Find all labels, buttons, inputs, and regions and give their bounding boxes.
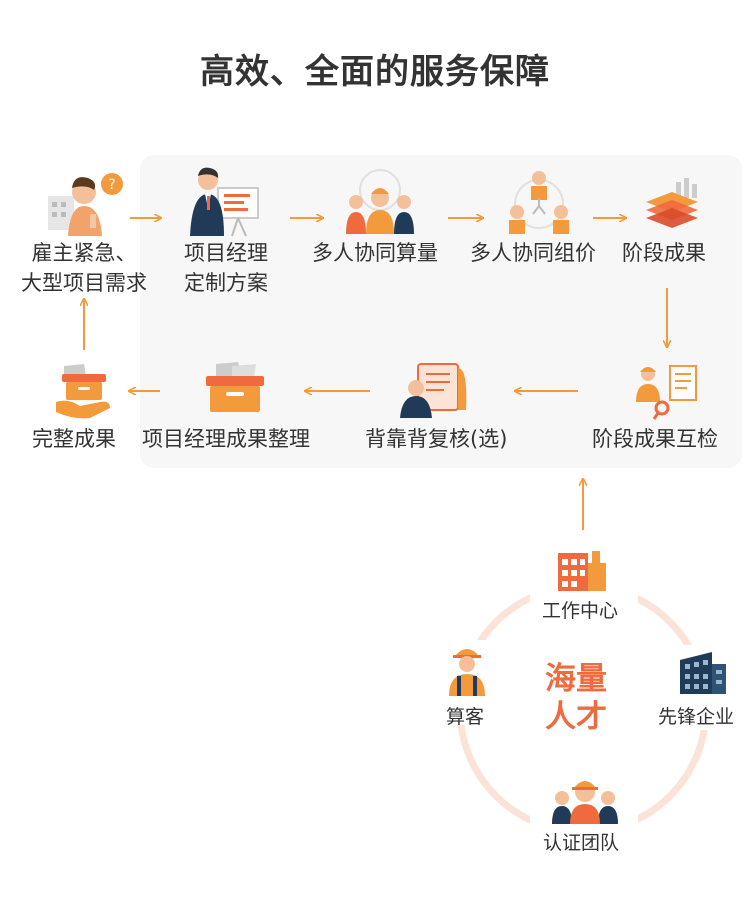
mutual-check-icon: [636, 365, 697, 420]
team-quantity-icon: [346, 169, 414, 234]
node-label-enterprise: 先锋企业: [658, 706, 735, 728]
step-label-employer: 雇主紧急、 大型项目需求: [4, 238, 164, 298]
node-label-certified-team: 认证团队: [543, 832, 620, 854]
step-2-line1: 项目经理: [184, 241, 268, 265]
step-label-quantity: 多人协同算量: [312, 241, 438, 265]
enterprise-icon: [680, 652, 726, 694]
project-manager-icon: [190, 167, 259, 237]
talent-center-title: 海量 人才: [545, 660, 607, 736]
team-pricing-icon: [509, 171, 569, 234]
node-label-suanke: 算客: [446, 706, 485, 728]
page-title: 高效、全面的服务保障: [200, 52, 550, 92]
step-label-complete: 完整成果: [32, 427, 116, 451]
talent-center-line1: 海量: [545, 661, 607, 697]
stage-result-icon: [646, 178, 698, 228]
result-organize-icon: [206, 362, 264, 412]
step-label-pm-plan: 项目经理 定制方案: [166, 238, 286, 298]
step-label-result-organize: 项目经理成果整理: [142, 427, 310, 451]
step-1-line1: 雇主紧急、: [31, 241, 137, 265]
building-icon: [558, 551, 606, 591]
employer-urgent-icon: ?: [48, 173, 123, 236]
step-2-line2: 定制方案: [184, 271, 268, 295]
certified-team-icon: [552, 781, 618, 824]
talent-center-line2: 人才: [545, 699, 607, 735]
back-review-icon: [400, 363, 467, 418]
worker-icon: [449, 649, 485, 696]
step-label-pricing: 多人协同组价: [470, 241, 596, 265]
step-1-line2: 大型项目需求: [21, 271, 147, 295]
step-label-back-review: 背靠背复核(选): [365, 427, 508, 451]
step-label-stage-result: 阶段成果: [622, 241, 706, 265]
node-label-work-center: 工作中心: [542, 600, 619, 622]
step-label-mutual-check: 阶段成果互检: [592, 427, 718, 451]
svg-text:?: ?: [108, 177, 115, 193]
complete-result-icon: [56, 364, 110, 419]
